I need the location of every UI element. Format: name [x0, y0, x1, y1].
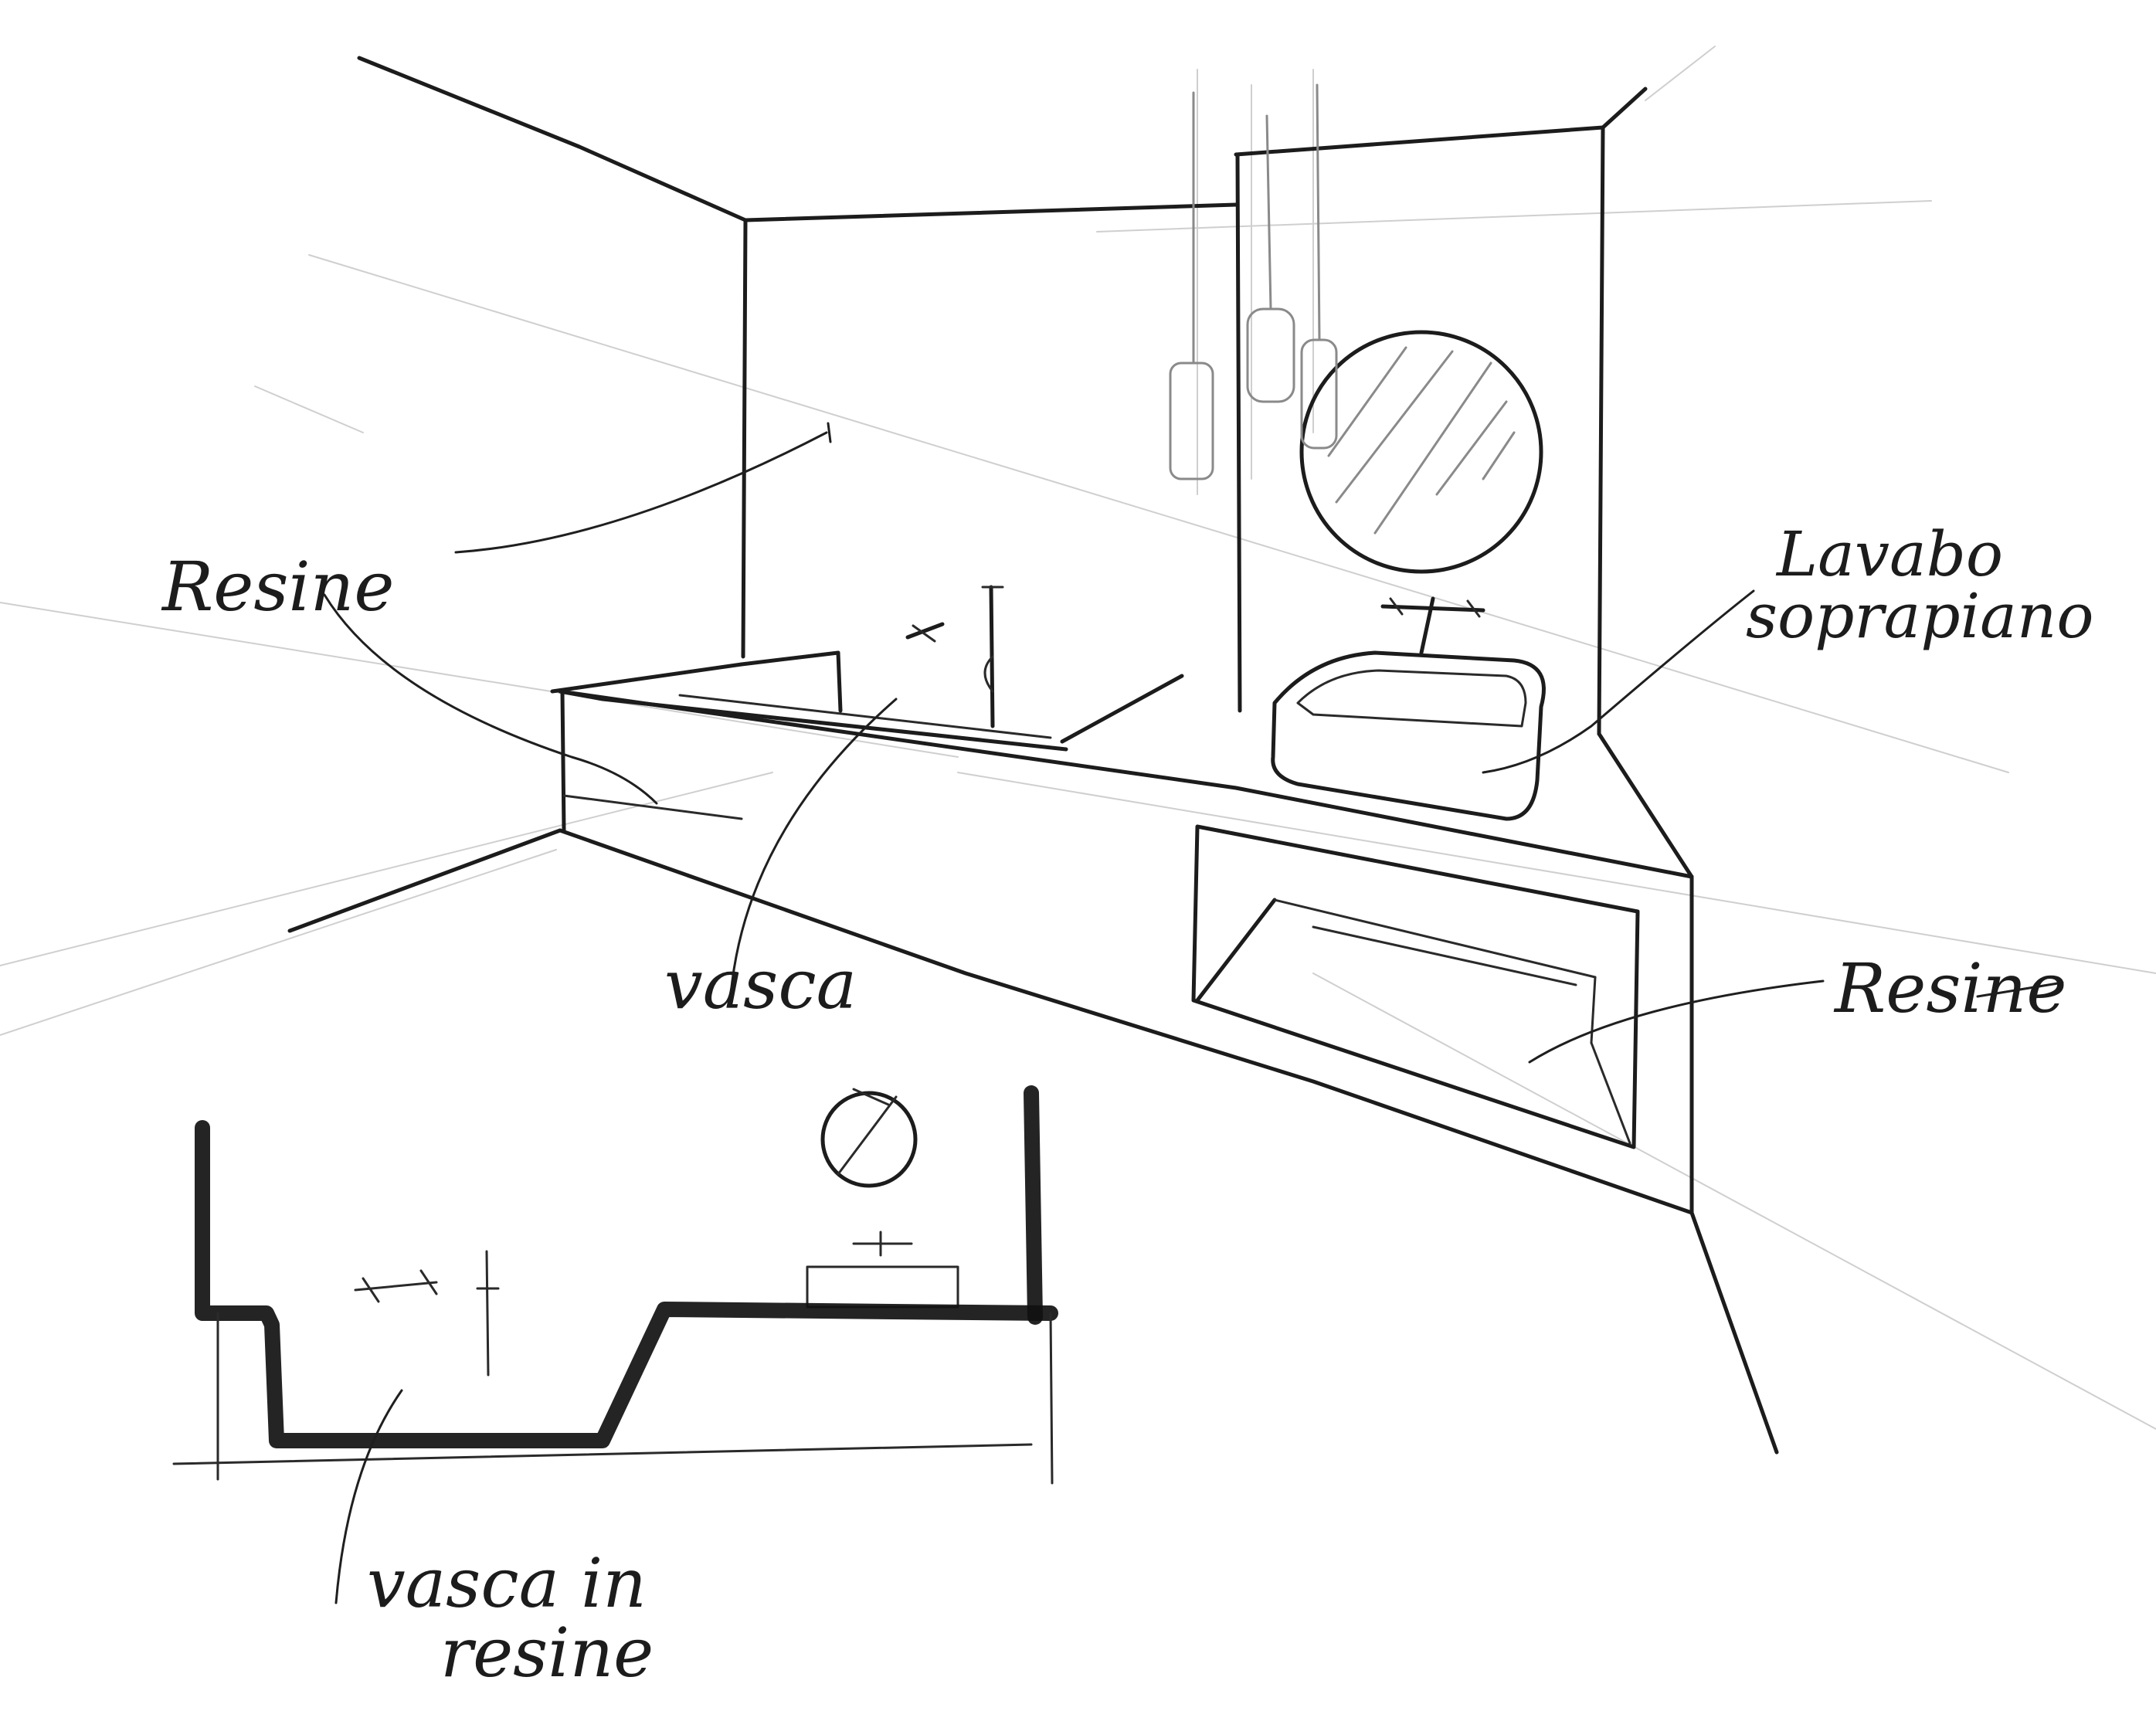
- section-mirror: [820, 1088, 918, 1188]
- section-basin: [806, 1231, 959, 1309]
- counter-niche: [1191, 824, 1640, 1149]
- section-bath-tap: [354, 1250, 500, 1377]
- label-vasca-in: vasca in: [367, 1543, 647, 1623]
- label-vasca: vasca: [664, 945, 857, 1024]
- room-walls: [287, 56, 1779, 1455]
- label-resine-section: resine: [440, 1613, 654, 1692]
- resin-counter: [550, 650, 1694, 1215]
- construction-lines: [0, 46, 2156, 1430]
- pendant-lamps: [1169, 83, 1338, 480]
- label-resine-left: Resine: [161, 547, 394, 626]
- label-lavabo: Lavabo: [1775, 518, 2003, 590]
- label-resine-right: Resine: [1833, 949, 2066, 1028]
- annotation-leaders: [323, 422, 2064, 1604]
- label-soprapiano: soprapiano: [1746, 580, 2094, 652]
- countertop-basin: [1271, 596, 1546, 821]
- bath-faucet: [905, 585, 1004, 728]
- section-profile: [172, 1085, 1058, 1485]
- round-mirror: [1299, 330, 1543, 574]
